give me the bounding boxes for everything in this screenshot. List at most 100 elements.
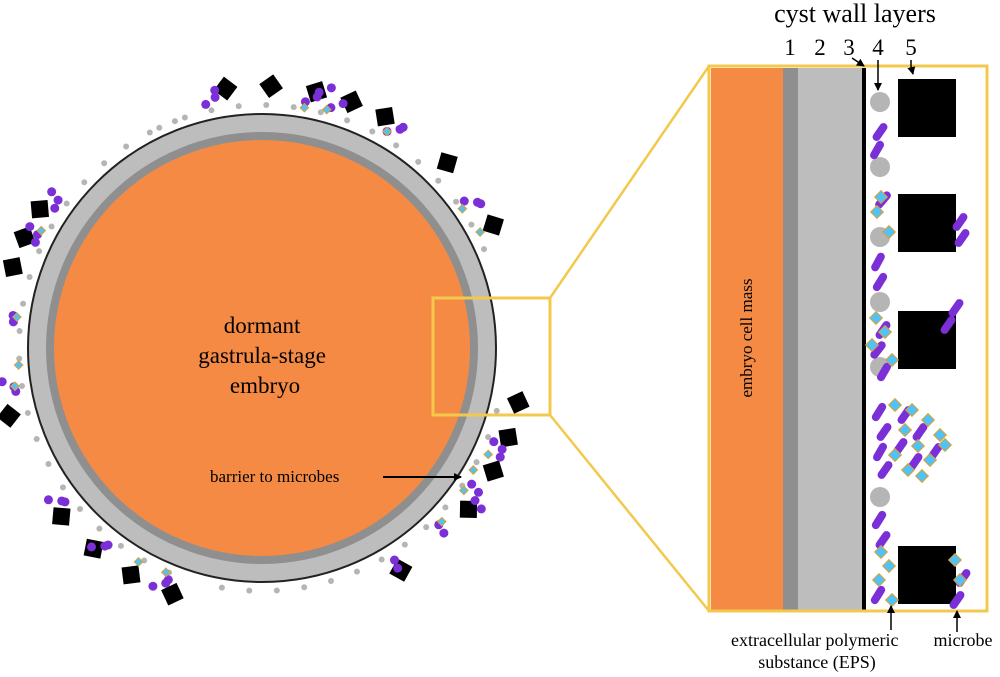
eps-diamond-icon: [133, 556, 144, 567]
gray-bead-icon: [317, 109, 324, 116]
microbe-square-icon: [898, 546, 956, 604]
purple-rod-icon: [875, 531, 891, 549]
gray-bead-icon: [48, 223, 55, 230]
gray-bead-icon: [218, 584, 225, 591]
gray-bead-icon: [77, 506, 84, 513]
gray-bead-icon: [493, 407, 500, 414]
cyst-cross-section: [0, 74, 530, 606]
purple-rod-icon: [873, 442, 887, 462]
eps-label-line-2: substance (EPS): [758, 652, 875, 673]
microbe-square-icon: [898, 79, 956, 137]
gray-bead-icon: [208, 107, 215, 114]
eps-diamond-icon: [884, 592, 900, 608]
purple-rod-icon: [148, 581, 158, 591]
purple-rod-icon: [25, 222, 35, 232]
microbe-square-icon: [340, 90, 363, 114]
purple-rod-icon: [948, 299, 964, 317]
gray-bead-icon: [156, 124, 163, 131]
eps-diamond-icon: [937, 437, 953, 453]
gray-bead-icon: [870, 92, 890, 112]
eps-diamond-icon: [864, 337, 880, 353]
layer-number-labels: 1 2 3 4 5: [784, 35, 917, 60]
purple-rod-icon: [398, 122, 408, 132]
gray-bead-icon: [273, 587, 280, 594]
eps-diamond-icon: [36, 225, 47, 236]
eps-diamond-icon: [887, 397, 903, 413]
eps-diamond-icon: [871, 572, 887, 588]
gray-bead-icon: [123, 143, 130, 150]
gray-bead-icon: [117, 542, 124, 549]
eps-diamond-icon: [952, 572, 968, 588]
microbe-square-icon: [482, 214, 504, 236]
eps-diamond-icon: [468, 465, 479, 475]
microbe-square-icon: [161, 582, 184, 606]
wall-layer-3: [862, 68, 866, 611]
purple-rod-icon: [393, 563, 403, 573]
purple-rod-icon: [57, 496, 67, 506]
purple-rod-icon: [476, 199, 486, 209]
gray-bead-icon: [453, 198, 460, 205]
eps-diamond-icon: [873, 544, 889, 560]
microbe-square-icon: [375, 106, 395, 127]
gray-bead-icon: [33, 436, 40, 443]
eps-diamond-icon: [920, 412, 936, 428]
eps-diamond-icon: [887, 447, 903, 463]
eps-diamond-icon: [910, 438, 926, 454]
wall-layer-2: [798, 68, 863, 611]
purple-rod-icon: [497, 444, 507, 454]
eps-diamond-icon: [881, 558, 897, 574]
purple-rod-icon: [870, 341, 886, 359]
gray-bead-icon: [435, 177, 442, 184]
eps-diamond-icon: [458, 485, 469, 496]
gray-bead-icon: [16, 328, 23, 335]
eps-diamond-icon: [11, 312, 22, 322]
zoom-line-bottom: [549, 414, 710, 612]
eps-diamond-icon: [868, 310, 884, 326]
embryo-label-line-1: dormant: [224, 313, 301, 338]
gray-bead-icon: [480, 246, 487, 253]
purple-rod-icon: [459, 196, 469, 206]
microbe-square-icon: [52, 507, 71, 526]
gray-bead-icon: [393, 142, 400, 149]
eps-diamond-icon: [160, 567, 171, 578]
layer-number-1: 1: [784, 35, 796, 60]
gray-bead-icon: [171, 118, 178, 125]
microbe-square-icon: [459, 500, 478, 518]
zoom-source-box: [431, 296, 552, 417]
eps-diamond-icon: [873, 189, 889, 205]
wall-layer-1: [783, 68, 798, 611]
layer-number-3: 3: [843, 35, 855, 60]
purple-rod-icon: [338, 99, 348, 109]
gray-bead-icon: [485, 434, 492, 441]
gray-bead-icon: [59, 484, 66, 491]
gray-bead-icon: [263, 102, 270, 109]
gray-bead-icon: [290, 104, 297, 111]
gray-bead-icon: [369, 128, 376, 135]
purple-rod-icon: [389, 555, 399, 565]
gray-bead-icon: [235, 103, 242, 110]
purple-rod-icon: [210, 85, 220, 95]
purple-rod-icon: [872, 123, 888, 141]
gray-bead-icon: [344, 117, 351, 124]
microbe-square-icon: [436, 152, 458, 174]
eps-diamond-icon: [321, 104, 332, 115]
microbe-square-icon: [506, 391, 530, 414]
gray-bead-icon: [81, 179, 88, 186]
eps-diamond-icon: [881, 224, 897, 240]
embryo-label-line-3: embryo: [230, 373, 300, 398]
gray-bead-icon: [378, 556, 385, 563]
gray-bead-icon: [328, 577, 335, 584]
eps-diamond-icon: [922, 452, 938, 468]
purple-rod-icon: [476, 504, 486, 514]
zoom-line-top: [548, 65, 711, 299]
microbe-square-icon: [121, 565, 141, 585]
eps-diamond-icon: [904, 402, 920, 418]
gray-bead-icon: [20, 300, 27, 307]
purple-rod-icon: [870, 140, 884, 160]
microbe-label: microbe: [934, 630, 993, 650]
layer-pointer-arrows: [851, 57, 916, 91]
svg-text:extracellular polymeric su: extracellular polymeric substance (EPS): [731, 630, 903, 673]
gray-bead-icon: [423, 524, 430, 531]
gray-bead-icon: [45, 460, 52, 467]
purple-rod-icon: [952, 213, 968, 231]
